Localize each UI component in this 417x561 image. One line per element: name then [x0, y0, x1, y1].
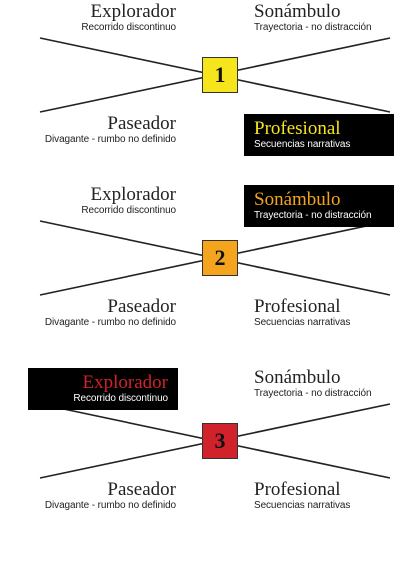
diagram-2: Explorador Recorrido discontinuo Sonámbu… [0, 183, 417, 353]
label-desc: Secuencias narrativas [254, 500, 351, 511]
label-desc: Divagante - rumbo no definido [44, 134, 176, 145]
label-profesional: Profesional Secuencias narrativas [254, 480, 414, 512]
label-name: Explorador [90, 1, 176, 22]
label-name: Paseador [107, 296, 176, 317]
label-name: Sonámbulo [254, 1, 341, 22]
label-desc: Divagante - rumbo no definido [44, 500, 176, 511]
label-desc: Trayectoria - no distracción [254, 210, 372, 221]
label-desc: Divagante - rumbo no definido [44, 317, 176, 328]
label-paseador: Paseador Divagante - rumbo no definido [8, 480, 176, 512]
label-profesional: Profesional Secuencias narrativas [254, 297, 414, 329]
label-name: Paseador [107, 113, 176, 134]
diagram-1: Explorador Recorrido discontinuo Sonámbu… [0, 0, 417, 170]
label-name: Explorador [90, 184, 176, 205]
label-desc: Secuencias narrativas [254, 317, 351, 328]
diagram-3: Explorador Recorrido discontinuo Sonámbu… [0, 366, 417, 536]
label-explorador: Explorador Recorrido discontinuo [28, 368, 178, 410]
label-desc: Trayectoria - no distracción [254, 22, 372, 33]
label-sonambulo: Sonámbulo Trayectoria - no distracción [244, 185, 394, 227]
label-paseador: Paseador Divagante - rumbo no definido [8, 114, 176, 146]
label-name: Profesional [254, 118, 341, 139]
label-sonambulo: Sonámbulo Trayectoria - no distracción [254, 368, 414, 400]
label-explorador: Explorador Recorrido discontinuo [8, 185, 176, 217]
label-name: Paseador [107, 479, 176, 500]
label-desc: Recorrido discontinuo [81, 22, 176, 33]
label-name: Sonámbulo [254, 189, 341, 210]
number-badge: 2 [202, 240, 238, 276]
label-name: Explorador [82, 372, 168, 393]
label-profesional: Profesional Secuencias narrativas [244, 114, 394, 156]
label-desc: Recorrido discontinuo [81, 205, 176, 216]
label-desc: Trayectoria - no distracción [254, 388, 372, 399]
number-badge: 3 [202, 423, 238, 459]
label-sonambulo: Sonámbulo Trayectoria - no distracción [254, 2, 414, 34]
label-name: Sonámbulo [254, 367, 341, 388]
label-name: Profesional [254, 296, 341, 317]
number-badge: 1 [202, 57, 238, 93]
label-paseador: Paseador Divagante - rumbo no definido [8, 297, 176, 329]
label-explorador: Explorador Recorrido discontinuo [8, 2, 176, 34]
label-name: Profesional [254, 479, 341, 500]
label-desc: Recorrido discontinuo [73, 393, 168, 404]
label-desc: Secuencias narrativas [254, 139, 351, 150]
